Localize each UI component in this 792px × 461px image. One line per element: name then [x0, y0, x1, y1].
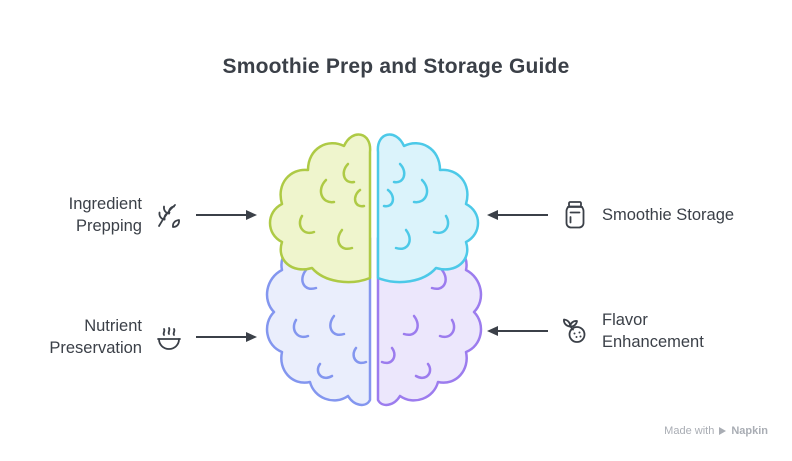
- watermark-text: Made with: [664, 425, 715, 437]
- watermark-brand: Napkin: [731, 425, 768, 437]
- wheat-sprig-icon: [152, 198, 186, 232]
- node-flavor-enhancement: Flavor Enhancement: [486, 308, 704, 354]
- steam-bowl-icon: [152, 320, 186, 354]
- label-line: Prepping: [75, 217, 142, 235]
- label-line: Ingredient: [68, 195, 142, 213]
- watermark: Made with Napkin: [664, 425, 768, 437]
- page-title: Smoothie Prep and Storage Guide: [222, 55, 570, 78]
- arrow-right-icon: [196, 209, 258, 221]
- arrow-left-icon: [486, 325, 548, 337]
- node-nutrient-preservation: Nutrient Preservation: [28, 314, 258, 360]
- label-line: Nutrient: [84, 317, 142, 335]
- arrow-right-icon: [196, 331, 258, 343]
- berry-icon: [558, 314, 592, 348]
- label-line: Preservation: [49, 339, 142, 357]
- nutrient-preservation-label: Nutrient Preservation: [28, 315, 142, 359]
- brain-quadrant-top-left: [268, 133, 372, 284]
- ingredient-prepping-label: Ingredient Prepping: [40, 193, 142, 237]
- jar-icon: [558, 198, 592, 232]
- label-line: Enhancement: [602, 333, 704, 351]
- flavor-enhancement-label: Flavor Enhancement: [602, 309, 704, 353]
- label-line: Smoothie Storage: [602, 206, 735, 224]
- brain-illustration: [265, 133, 483, 407]
- node-ingredient-prepping: Ingredient Prepping: [40, 192, 258, 238]
- label-line: Flavor: [602, 311, 648, 329]
- brain-quadrant-top-right: [376, 133, 480, 284]
- node-smoothie-storage: Smoothie Storage: [486, 192, 734, 238]
- arrow-left-icon: [486, 209, 548, 221]
- napkin-logo-icon: [719, 427, 727, 435]
- smoothie-storage-label: Smoothie Storage: [602, 204, 734, 226]
